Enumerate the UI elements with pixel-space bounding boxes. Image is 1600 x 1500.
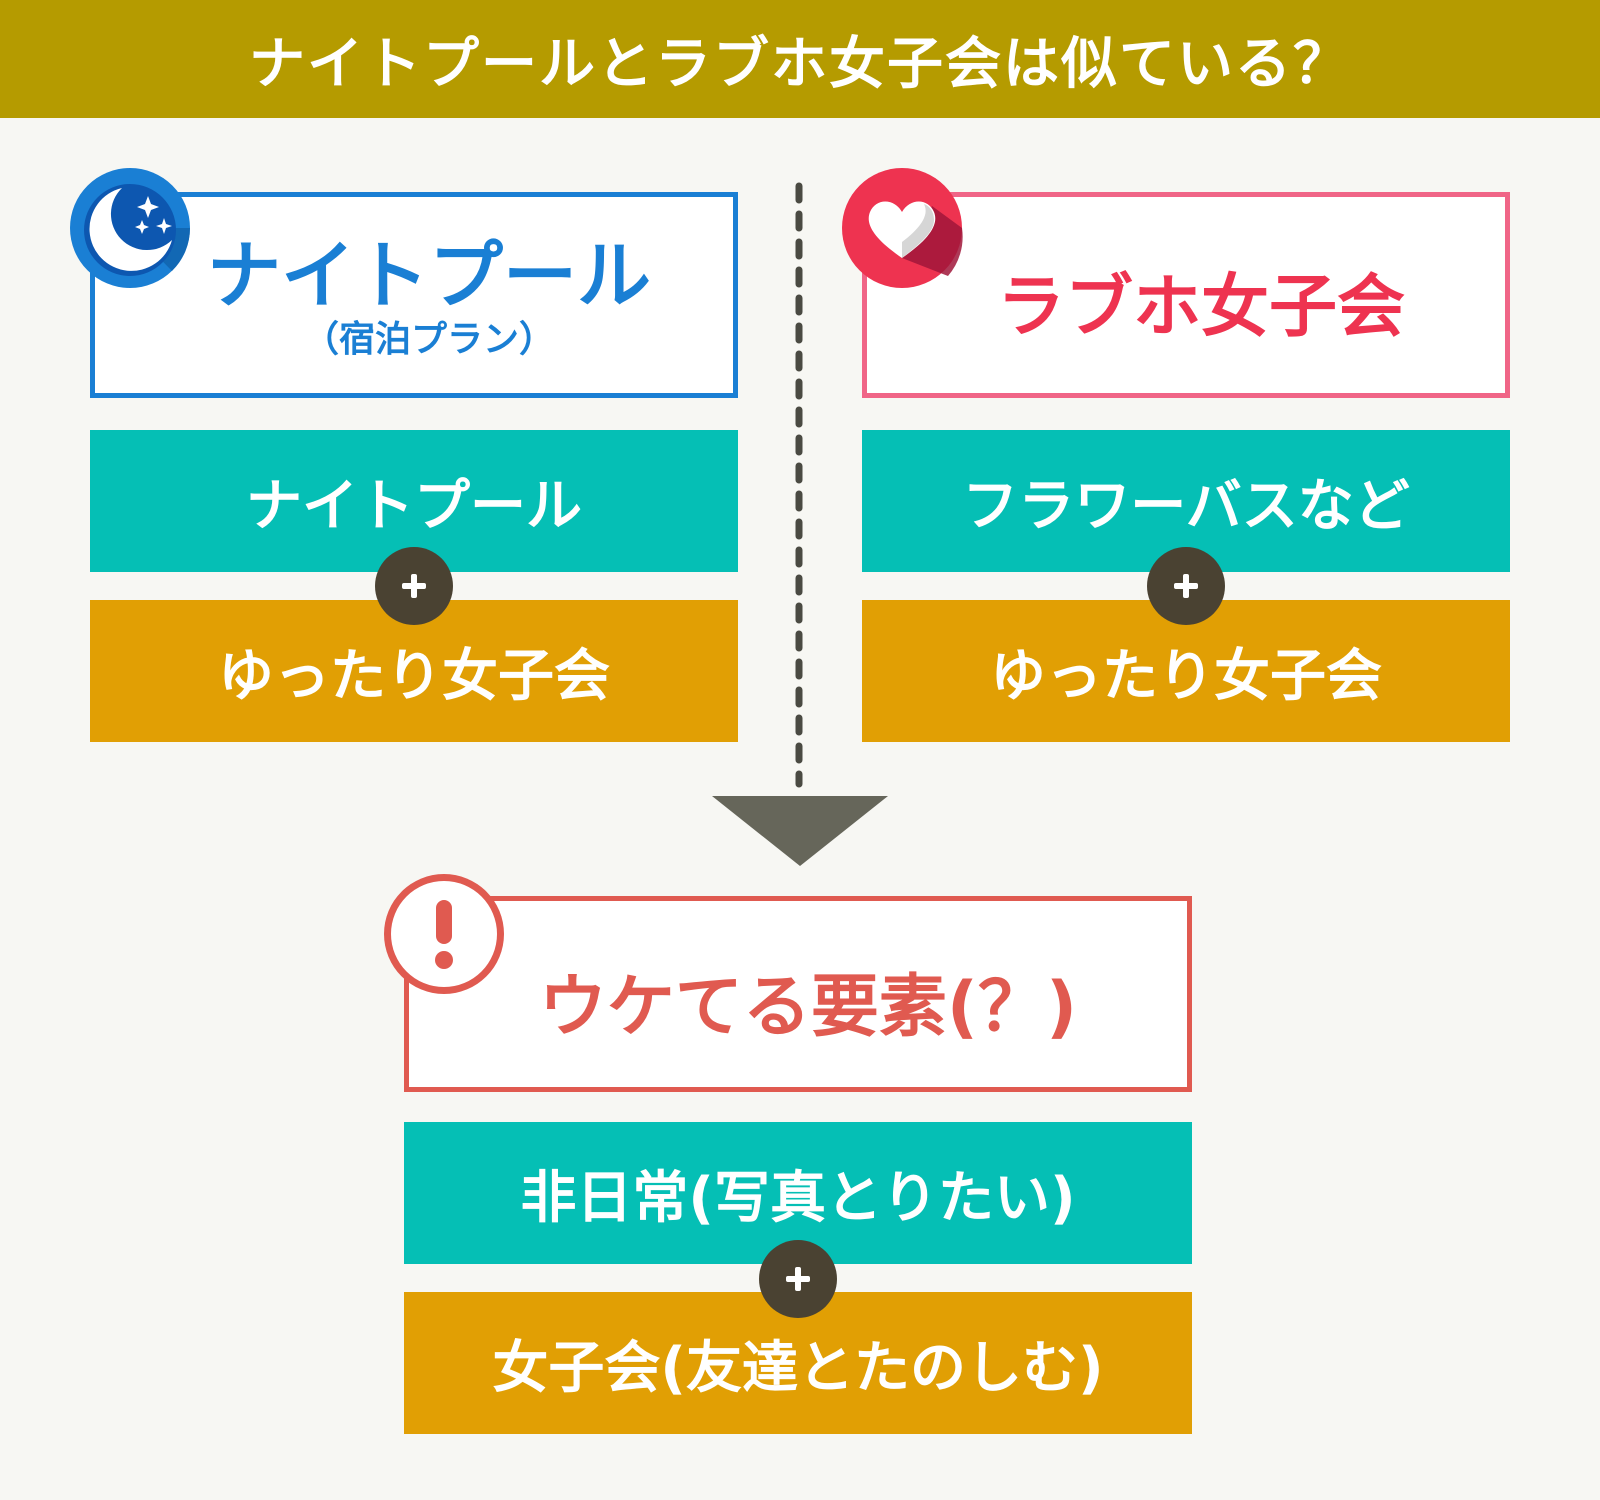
night-pool-header-box (90, 192, 738, 398)
heart-icon (840, 166, 964, 294)
result-title: ウケてる要素(？) (538, 967, 1078, 1047)
result-header-box (404, 896, 1192, 1092)
result-item-2: 女子会(友達とたのしむ) (404, 1292, 1192, 1434)
night-pool-subtitle: （宿泊プラン） (302, 319, 555, 360)
love-hotel-title: ラブホ女子会 (996, 267, 1405, 347)
night-pool-title: ナイトプール (207, 232, 651, 319)
plus-icon (1147, 547, 1225, 625)
plus-icon (375, 547, 453, 625)
diagram-title: ナイトプールとラブホ女子会は似ている？ (0, 0, 1600, 118)
moon-stars-icon (68, 166, 192, 294)
exclamation-icon (382, 872, 506, 1000)
love-hotel-header-box (862, 192, 1510, 398)
down-arrow-icon (712, 796, 888, 866)
plus-icon (759, 1240, 837, 1318)
